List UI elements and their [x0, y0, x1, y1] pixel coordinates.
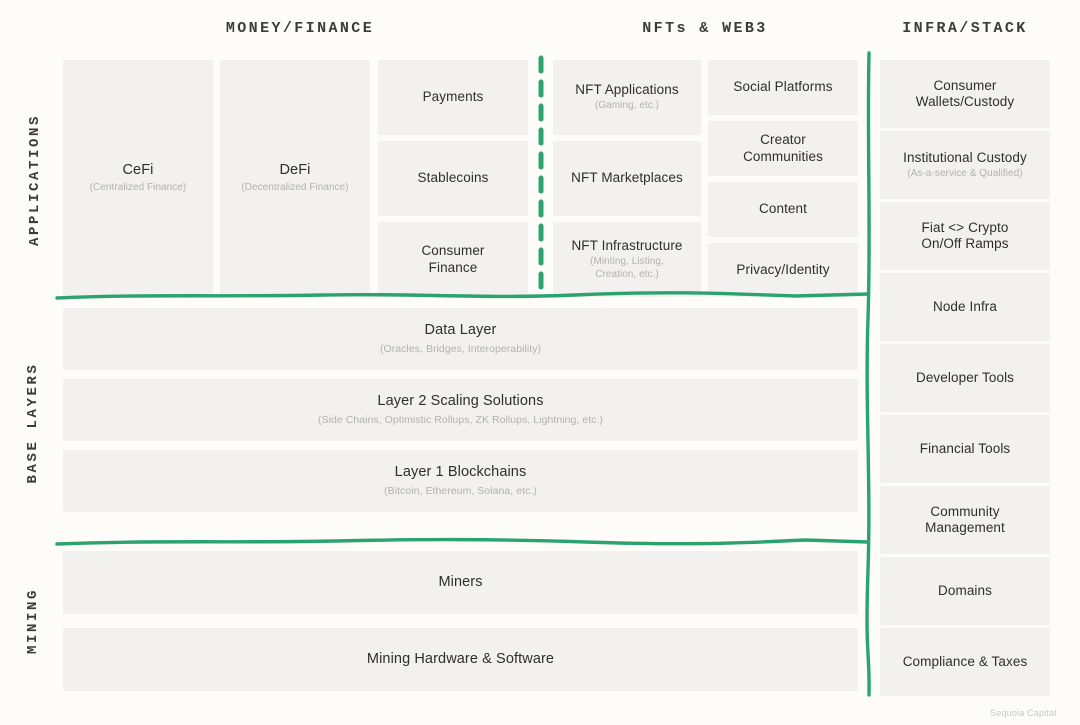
tile-title: Mining Hardware & Software — [366, 650, 555, 667]
tile-nft-applications[interactable]: NFT Applications (Gaming, etc.) — [553, 60, 701, 135]
tile-subtitle: (Decentralized Finance) — [241, 182, 349, 194]
column-header-money-finance: MONEY/FINANCE — [225, 20, 375, 37]
tile-compliance-taxes[interactable]: Compliance & Taxes — [880, 628, 1050, 696]
band-label-base-layers: BASE LAYERS — [25, 362, 41, 484]
tile-title: Institutional Custody — [903, 149, 1027, 165]
tile-subtitle: (Centralized Finance) — [89, 182, 187, 194]
divider-vertical-infra — [862, 50, 876, 698]
tile-developer-tools[interactable]: Developer Tools — [880, 344, 1050, 412]
tile-title: CeFi — [122, 162, 154, 179]
band-label-applications: APPLICATIONS — [27, 113, 43, 247]
tile-title: Domains — [938, 582, 992, 598]
column-header-nfts-web3: NFTs & WEB3 — [642, 20, 768, 37]
tile-title: Layer 1 Blockchains — [394, 464, 527, 481]
tile-institutional-custody[interactable]: Institutional Custody (As-a-service & Qu… — [880, 131, 1050, 199]
tile-node-infra[interactable]: Node Infra — [880, 273, 1050, 341]
tile-miners[interactable]: Miners — [63, 551, 858, 614]
tile-title: Node Infra — [932, 298, 998, 314]
tile-mining-hardware-software[interactable]: Mining Hardware & Software — [63, 628, 858, 691]
tile-title: Payments — [422, 89, 484, 105]
tile-nft-infrastructure[interactable]: NFT Infrastructure (Minting, Listing,Cre… — [553, 222, 701, 297]
tile-subtitle: (Minting, Listing,Creation, etc.) — [590, 256, 664, 280]
tile-nft-marketplaces[interactable]: NFT Marketplaces — [553, 141, 701, 216]
tile-title: Developer Tools — [915, 369, 1015, 385]
tile-title: Stablecoins — [417, 170, 489, 186]
tile-subtitle: (As-a-service & Qualified) — [907, 167, 1023, 179]
tile-title: Data Layer — [424, 322, 497, 339]
divider-applications-base-layers — [55, 290, 870, 304]
tile-social-platforms[interactable]: Social Platforms — [708, 60, 858, 115]
tile-defi[interactable]: DeFi (Decentralized Finance) — [220, 60, 370, 297]
tile-layer-1-blockchains[interactable]: Layer 1 Blockchains (Bitcoin, Ethereum, … — [63, 450, 858, 512]
tile-title: Layer 2 Scaling Solutions — [377, 393, 544, 410]
tile-cefi[interactable]: CeFi (Centralized Finance) — [63, 60, 213, 297]
divider-dashed-vertical — [534, 55, 548, 301]
tile-title: NFT Applications — [575, 82, 679, 98]
tile-title: Privacy/Identity — [736, 261, 830, 277]
tile-subtitle: (Bitcoin, Ethereum, Solana, etc.) — [384, 484, 537, 497]
credit-sequoia-capital: Sequoia Capital — [990, 708, 1057, 718]
tile-subtitle: (Gaming, etc.) — [594, 100, 660, 112]
tile-title: Compliance & Taxes — [902, 653, 1028, 669]
column-header-infra-stack: INFRA/STACK — [902, 20, 1028, 37]
tile-title: Social Platforms — [733, 79, 833, 95]
tile-title: NFT Marketplaces — [571, 170, 683, 186]
tile-title: DeFi — [279, 162, 311, 179]
tile-title: Miners — [438, 573, 483, 590]
tile-title: NFT Infrastructure — [571, 237, 683, 253]
tile-payments[interactable]: Payments — [378, 60, 528, 135]
tile-privacy-identity[interactable]: Privacy/Identity — [708, 243, 858, 297]
tile-subtitle: (Side Chains, Optimistic Rollups, ZK Rol… — [318, 413, 603, 426]
tile-subtitle: (Oracles, Bridges, Interoperability) — [379, 342, 542, 355]
tile-domains[interactable]: Domains — [880, 557, 1050, 625]
band-label-mining: MINING — [25, 588, 41, 655]
tile-title: Content — [759, 201, 807, 217]
tile-stablecoins[interactable]: Stablecoins — [378, 141, 528, 216]
tile-content[interactable]: Content — [708, 182, 858, 237]
tile-title: Financial Tools — [919, 440, 1011, 456]
tile-financial-tools[interactable]: Financial Tools — [880, 415, 1050, 483]
tile-layer-2-scaling-solutions[interactable]: Layer 2 Scaling Solutions (Side Chains, … — [63, 379, 858, 441]
tile-data-layer[interactable]: Data Layer (Oracles, Bridges, Interopera… — [63, 308, 858, 370]
divider-base-layers-mining — [55, 535, 870, 549]
